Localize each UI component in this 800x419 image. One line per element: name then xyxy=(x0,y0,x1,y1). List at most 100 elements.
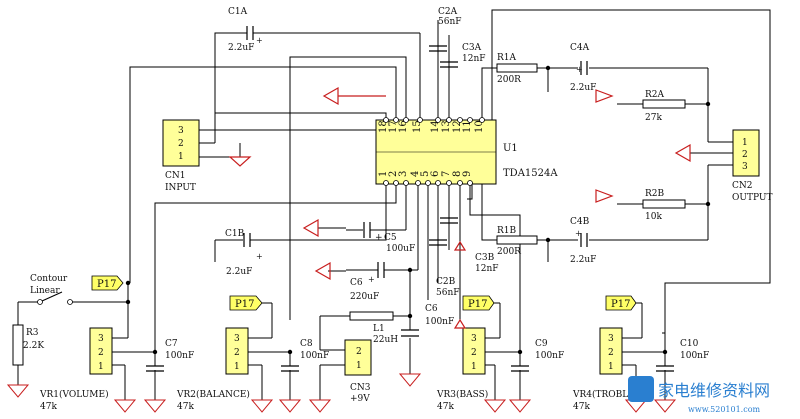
c7-ref: C7 xyxy=(165,339,178,349)
p17-tag-1: P17 xyxy=(97,279,116,290)
ic-pin-bottom-9: 9 xyxy=(462,171,473,177)
cn3-pin-2: 2 xyxy=(356,347,362,357)
component-labels: C1A 2.2uF + C2A 56nF C3A 12nF R1A 200R C… xyxy=(23,7,709,361)
ic-pin-top-14: 14 xyxy=(430,120,441,133)
connector-boxes xyxy=(89,119,760,376)
c1a-pol: + xyxy=(256,36,263,45)
r3-value: 2.2K xyxy=(23,341,44,351)
cn1-pin-2: 2 xyxy=(178,139,184,149)
c5-ref: C5 xyxy=(384,233,397,243)
vr1-pin-3: 3 xyxy=(98,334,104,344)
ic-pin-bottom-3: 3 xyxy=(398,171,409,177)
c1a-value: 2.2uF xyxy=(228,43,254,53)
ic-pin-top-12: 12 xyxy=(452,120,463,133)
vr4-pin-2: 2 xyxy=(608,348,614,358)
c2a-value: 56nF xyxy=(438,17,462,27)
c2b-value: 56nF xyxy=(436,288,460,298)
ic-ref: U1 xyxy=(503,143,518,154)
vr2-label: VR2(BALANCE) xyxy=(176,389,250,400)
c6-ref: C6 xyxy=(350,278,363,288)
ic-pin-bottom-8: 8 xyxy=(452,171,463,177)
r1b-ref: R1B xyxy=(497,226,517,236)
c5-pol: + xyxy=(375,233,383,243)
p17-tag-4: P17 xyxy=(611,299,630,310)
watermark-url: www.520101.com xyxy=(688,405,761,414)
r2a-value: 27k xyxy=(645,113,662,123)
cn1-name: INPUT xyxy=(165,183,196,193)
vr4-value: 47k xyxy=(573,402,590,412)
c4a-pol: + xyxy=(576,65,583,74)
cn1-ref: CN1 xyxy=(165,171,186,181)
cn1-body xyxy=(162,119,200,167)
c3a-value: 12nF xyxy=(462,54,486,64)
ic-pin-top-13: 13 xyxy=(441,120,452,133)
connector-labels: 3 2 1 CN1 INPUT 1 2 3 CN2 OUTPUT 2 1 CN3… xyxy=(39,126,772,412)
cn2-pin-3: 3 xyxy=(742,162,748,172)
ic-pin-bottom-2: 2 xyxy=(388,171,399,177)
vr2-body xyxy=(225,327,249,375)
junction-dots xyxy=(125,65,711,355)
ic-part: TDA1524A xyxy=(503,168,558,179)
r1b-value: 200R xyxy=(497,247,521,257)
ic-pin-top-17: 17 xyxy=(388,120,399,133)
c9-ref: C9 xyxy=(535,339,548,349)
vr3-pin-2: 2 xyxy=(471,348,477,358)
cn1-pin-3: 3 xyxy=(178,126,184,136)
vr3-label: VR3(BASS) xyxy=(436,389,488,400)
ic-pin-top-10: 10 xyxy=(474,120,485,133)
cn2-pin-1: 1 xyxy=(742,138,748,148)
r3-ref: R3 xyxy=(26,328,39,338)
cn3-name: +9V xyxy=(350,394,370,404)
ic-pin-bottom-1: 1 xyxy=(378,171,389,177)
c3a-ref: C3A xyxy=(462,43,482,53)
watermark-title: 家电维修资料网 xyxy=(658,381,770,400)
c6-value: 220uF xyxy=(350,292,379,302)
ic-pin-top-16: 16 xyxy=(398,120,409,133)
c4b-pol: + xyxy=(575,229,582,238)
vr3-body xyxy=(462,327,486,375)
r2a-ref: R2A xyxy=(645,90,665,100)
switch-label-contour: Contour xyxy=(30,274,68,284)
cn3-body xyxy=(344,339,372,376)
c4b-value: 2.2uF xyxy=(570,255,596,265)
c4b-ref: C4B xyxy=(570,217,590,227)
vr2-pin-1: 1 xyxy=(234,362,240,372)
c10-value: 100nF xyxy=(680,351,709,361)
vr1-body xyxy=(89,327,113,375)
r1a-value: 200R xyxy=(497,75,521,85)
p17-tags xyxy=(91,275,637,311)
c3b-value: 12nF xyxy=(475,264,499,274)
cn3-ref: CN3 xyxy=(350,383,371,393)
vr3-pin-1: 1 xyxy=(471,362,477,372)
c10-ref: C10 xyxy=(680,339,699,349)
l1-value: 22uH xyxy=(373,335,398,345)
cn3-pin-1: 1 xyxy=(356,361,362,371)
vr2-pin-3: 3 xyxy=(234,334,240,344)
vr1-label: VR1(VOLUME) xyxy=(39,389,109,400)
r2b-value: 10k xyxy=(645,212,662,222)
cn2-name: OUTPUT xyxy=(732,193,772,203)
ic-pin-top-15: 15 xyxy=(412,120,423,133)
c4a-ref: C4A xyxy=(570,43,590,53)
c9-value: 100nF xyxy=(535,351,564,361)
p17-tag-3: P17 xyxy=(468,299,487,310)
vr3-value: 47k xyxy=(437,402,454,412)
c2a-ref: C2A xyxy=(438,7,458,17)
c3b-ref: C3B xyxy=(475,253,495,263)
c1b-ref: C1B xyxy=(225,229,245,239)
c8-ref: C8 xyxy=(300,339,313,349)
c6-pol: + xyxy=(368,275,375,284)
cn2-ref: CN2 xyxy=(732,181,753,191)
r1a-ref: R1A xyxy=(497,53,517,63)
vr3-pin-3: 3 xyxy=(471,334,477,344)
vr4-pin-1: 1 xyxy=(608,362,614,372)
vr4-pin-3: 3 xyxy=(608,334,614,344)
ic-pin-bottom-5: 5 xyxy=(420,171,431,177)
vr4-body xyxy=(599,327,623,375)
c7-value: 100nF xyxy=(165,351,194,361)
vr2-pin-2: 2 xyxy=(234,348,240,358)
ic-pin-bottom-7: 7 xyxy=(441,171,452,177)
cn1-pin-1: 1 xyxy=(178,152,184,162)
cn2-pin-2: 2 xyxy=(742,150,748,160)
